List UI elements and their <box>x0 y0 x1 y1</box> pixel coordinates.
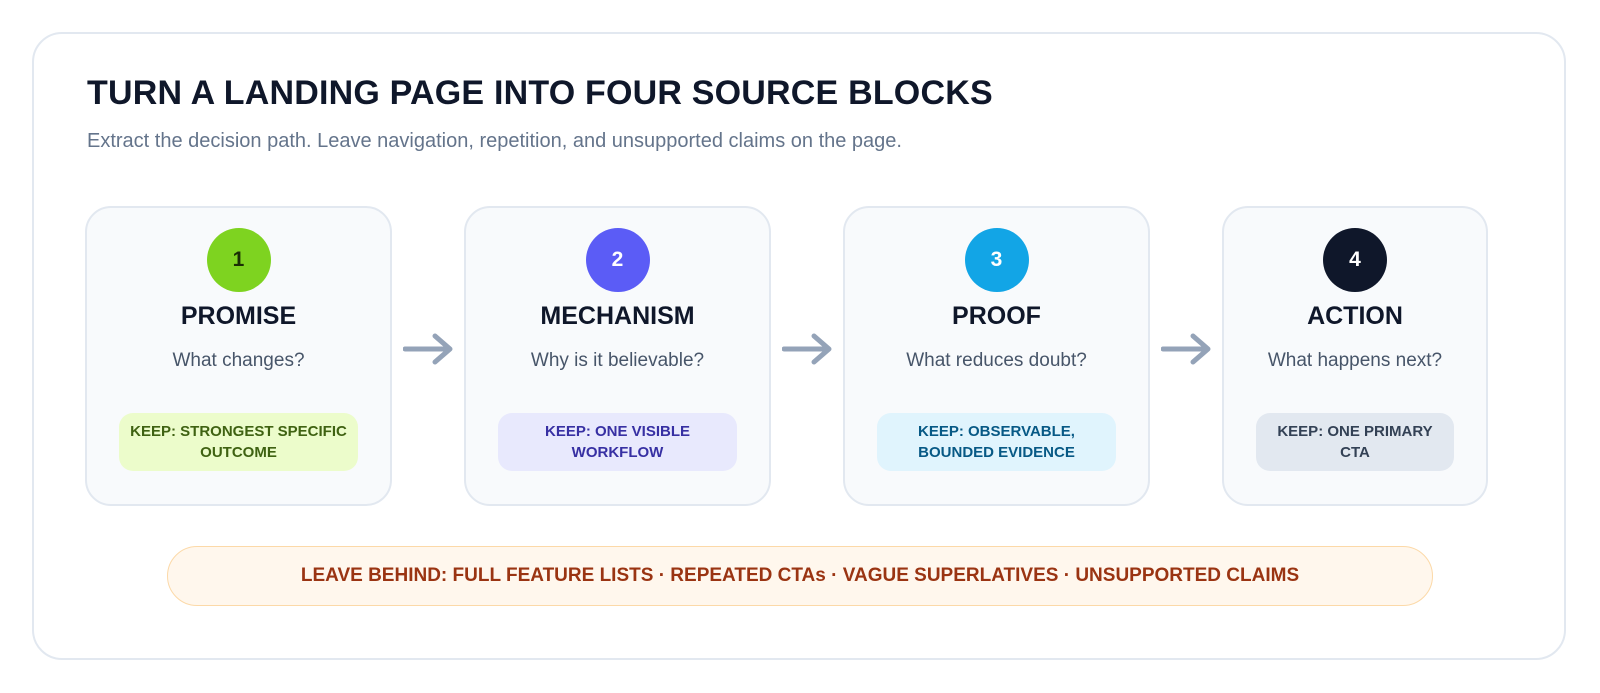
keep-pill: KEEP: OBSERVABLE, BOUNDED EVIDENCE <box>877 413 1116 471</box>
arrow-right-icon <box>1161 333 1211 365</box>
keep-pill: KEEP: STRONGEST SPECIFIC OUTCOME <box>119 413 358 471</box>
arrow-right-icon <box>782 333 832 365</box>
step-number-badge: 2 <box>585 228 650 292</box>
block-title: ACTION <box>1307 302 1403 330</box>
block-card-mechanism: 2 MECHANISM Why is it believable? KEEP: … <box>464 206 771 506</box>
keep-pill: KEEP: ONE PRIMARY CTA <box>1256 413 1454 471</box>
block-title: MECHANISM <box>540 302 695 330</box>
keep-pill: KEEP: ONE VISIBLE WORKFLOW <box>498 413 737 471</box>
step-number-badge: 4 <box>1323 228 1387 292</box>
leave-behind-banner: LEAVE BEHIND: FULL FEATURE LISTS · REPEA… <box>167 546 1433 606</box>
block-title: PROMISE <box>180 302 297 330</box>
block-card-action: 4 ACTION What happens next? KEEP: ONE PR… <box>1222 206 1488 506</box>
block-title: PROOF <box>952 302 1041 330</box>
block-card-proof: 3 PROOF What reduces doubt? KEEP: OBSERV… <box>843 206 1150 506</box>
block-question: Why is it believable? <box>530 350 705 371</box>
step-number-badge: 1 <box>206 228 271 292</box>
block-question: What reduces doubt? <box>906 350 1087 371</box>
block-card-promise: 1 PROMISE What changes? KEEP: STRONGEST … <box>85 206 392 506</box>
diagram-frame: TURN A LANDING PAGE INTO FOUR SOURCE BLO… <box>32 32 1566 660</box>
step-number-badge: 3 <box>964 228 1029 292</box>
diagram-subtitle: Extract the decision path. Leave navigat… <box>87 130 902 152</box>
diagram-title: TURN A LANDING PAGE INTO FOUR SOURCE BLO… <box>87 74 993 112</box>
arrow-right-icon <box>403 333 453 365</box>
block-question: What happens next? <box>1267 350 1443 371</box>
block-question: What changes? <box>172 350 305 371</box>
